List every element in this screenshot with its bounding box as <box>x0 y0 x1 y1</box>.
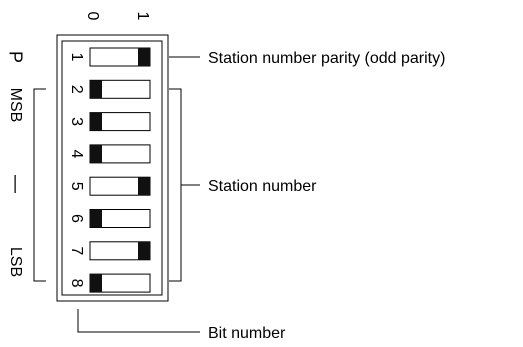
switch-rows: 1 2 3 4 5 6 7 8 <box>68 47 151 293</box>
left-bracket <box>33 88 46 282</box>
switch-knob-4 <box>90 144 102 163</box>
switch-body-outer <box>56 34 169 302</box>
msb-label: MSB <box>7 88 24 123</box>
switch-body-inner <box>61 40 163 296</box>
station-callout-text: Station number <box>208 178 317 195</box>
bit-number-8: 8 <box>68 279 85 288</box>
switch-knob-7 <box>138 241 150 260</box>
bit-number-7: 7 <box>68 246 85 255</box>
parity-callout-text: Station number parity (odd parity) <box>208 50 445 67</box>
bit-number-6: 6 <box>68 214 85 223</box>
lsb-label: LSB <box>7 247 24 277</box>
bit-number-5: 5 <box>68 182 85 191</box>
bit-callout-line <box>77 309 200 333</box>
switch-knob-2 <box>90 80 102 99</box>
parity-label: P <box>5 51 25 63</box>
dash-label: — <box>6 175 26 193</box>
bit-number-3: 3 <box>68 117 85 126</box>
switch-knob-6 <box>90 209 102 228</box>
switch-knob-1 <box>138 48 150 66</box>
position-on-label: 1 <box>134 12 151 21</box>
bit-callout-text: Bit number <box>208 325 286 342</box>
bit-number-2: 2 <box>68 85 85 94</box>
right-bracket <box>169 88 182 282</box>
switch-knob-3 <box>90 112 102 131</box>
position-off-label: 0 <box>84 12 101 21</box>
bit-number-1: 1 <box>68 53 85 62</box>
bit-number-4: 4 <box>68 149 85 158</box>
switch-knob-8 <box>90 274 102 293</box>
switch-knob-5 <box>138 177 150 196</box>
